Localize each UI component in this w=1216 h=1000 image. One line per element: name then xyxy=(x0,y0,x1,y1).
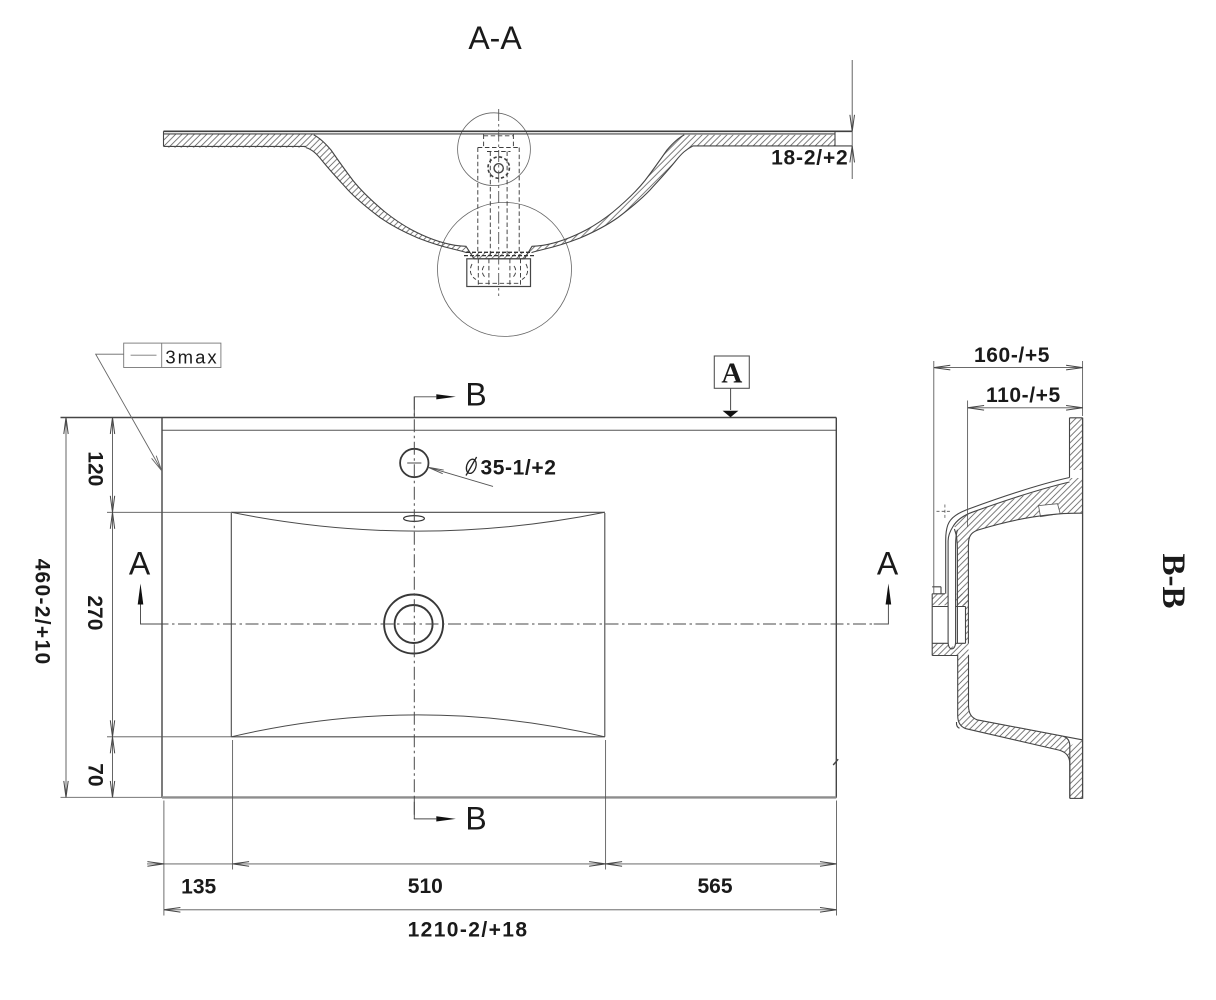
svg-text:120: 120 xyxy=(84,451,107,486)
svg-text:70: 70 xyxy=(83,763,106,786)
svg-text:35-1/+2: 35-1/+2 xyxy=(481,457,557,480)
svg-text:460-2/+10: 460-2/+10 xyxy=(31,559,54,666)
svg-text:A: A xyxy=(721,358,742,390)
svg-text:270: 270 xyxy=(83,595,106,630)
svg-text:B: B xyxy=(465,377,486,413)
svg-text:18-2/+2: 18-2/+2 xyxy=(771,147,848,170)
svg-text:1210-2/+18: 1210-2/+18 xyxy=(408,919,529,942)
svg-text:565: 565 xyxy=(697,875,732,898)
svg-text:A-A: A-A xyxy=(468,20,522,56)
svg-text:A: A xyxy=(877,546,899,582)
svg-text:A: A xyxy=(129,546,151,582)
svg-text:B-B: B-B xyxy=(1155,553,1191,608)
svg-text:160-/+5: 160-/+5 xyxy=(974,344,1050,367)
svg-text:110-/+5: 110-/+5 xyxy=(986,384,1061,407)
svg-text:135: 135 xyxy=(181,876,216,899)
svg-text:510: 510 xyxy=(408,875,443,898)
svg-text:B: B xyxy=(465,801,486,837)
svg-text:3max: 3max xyxy=(165,347,218,368)
